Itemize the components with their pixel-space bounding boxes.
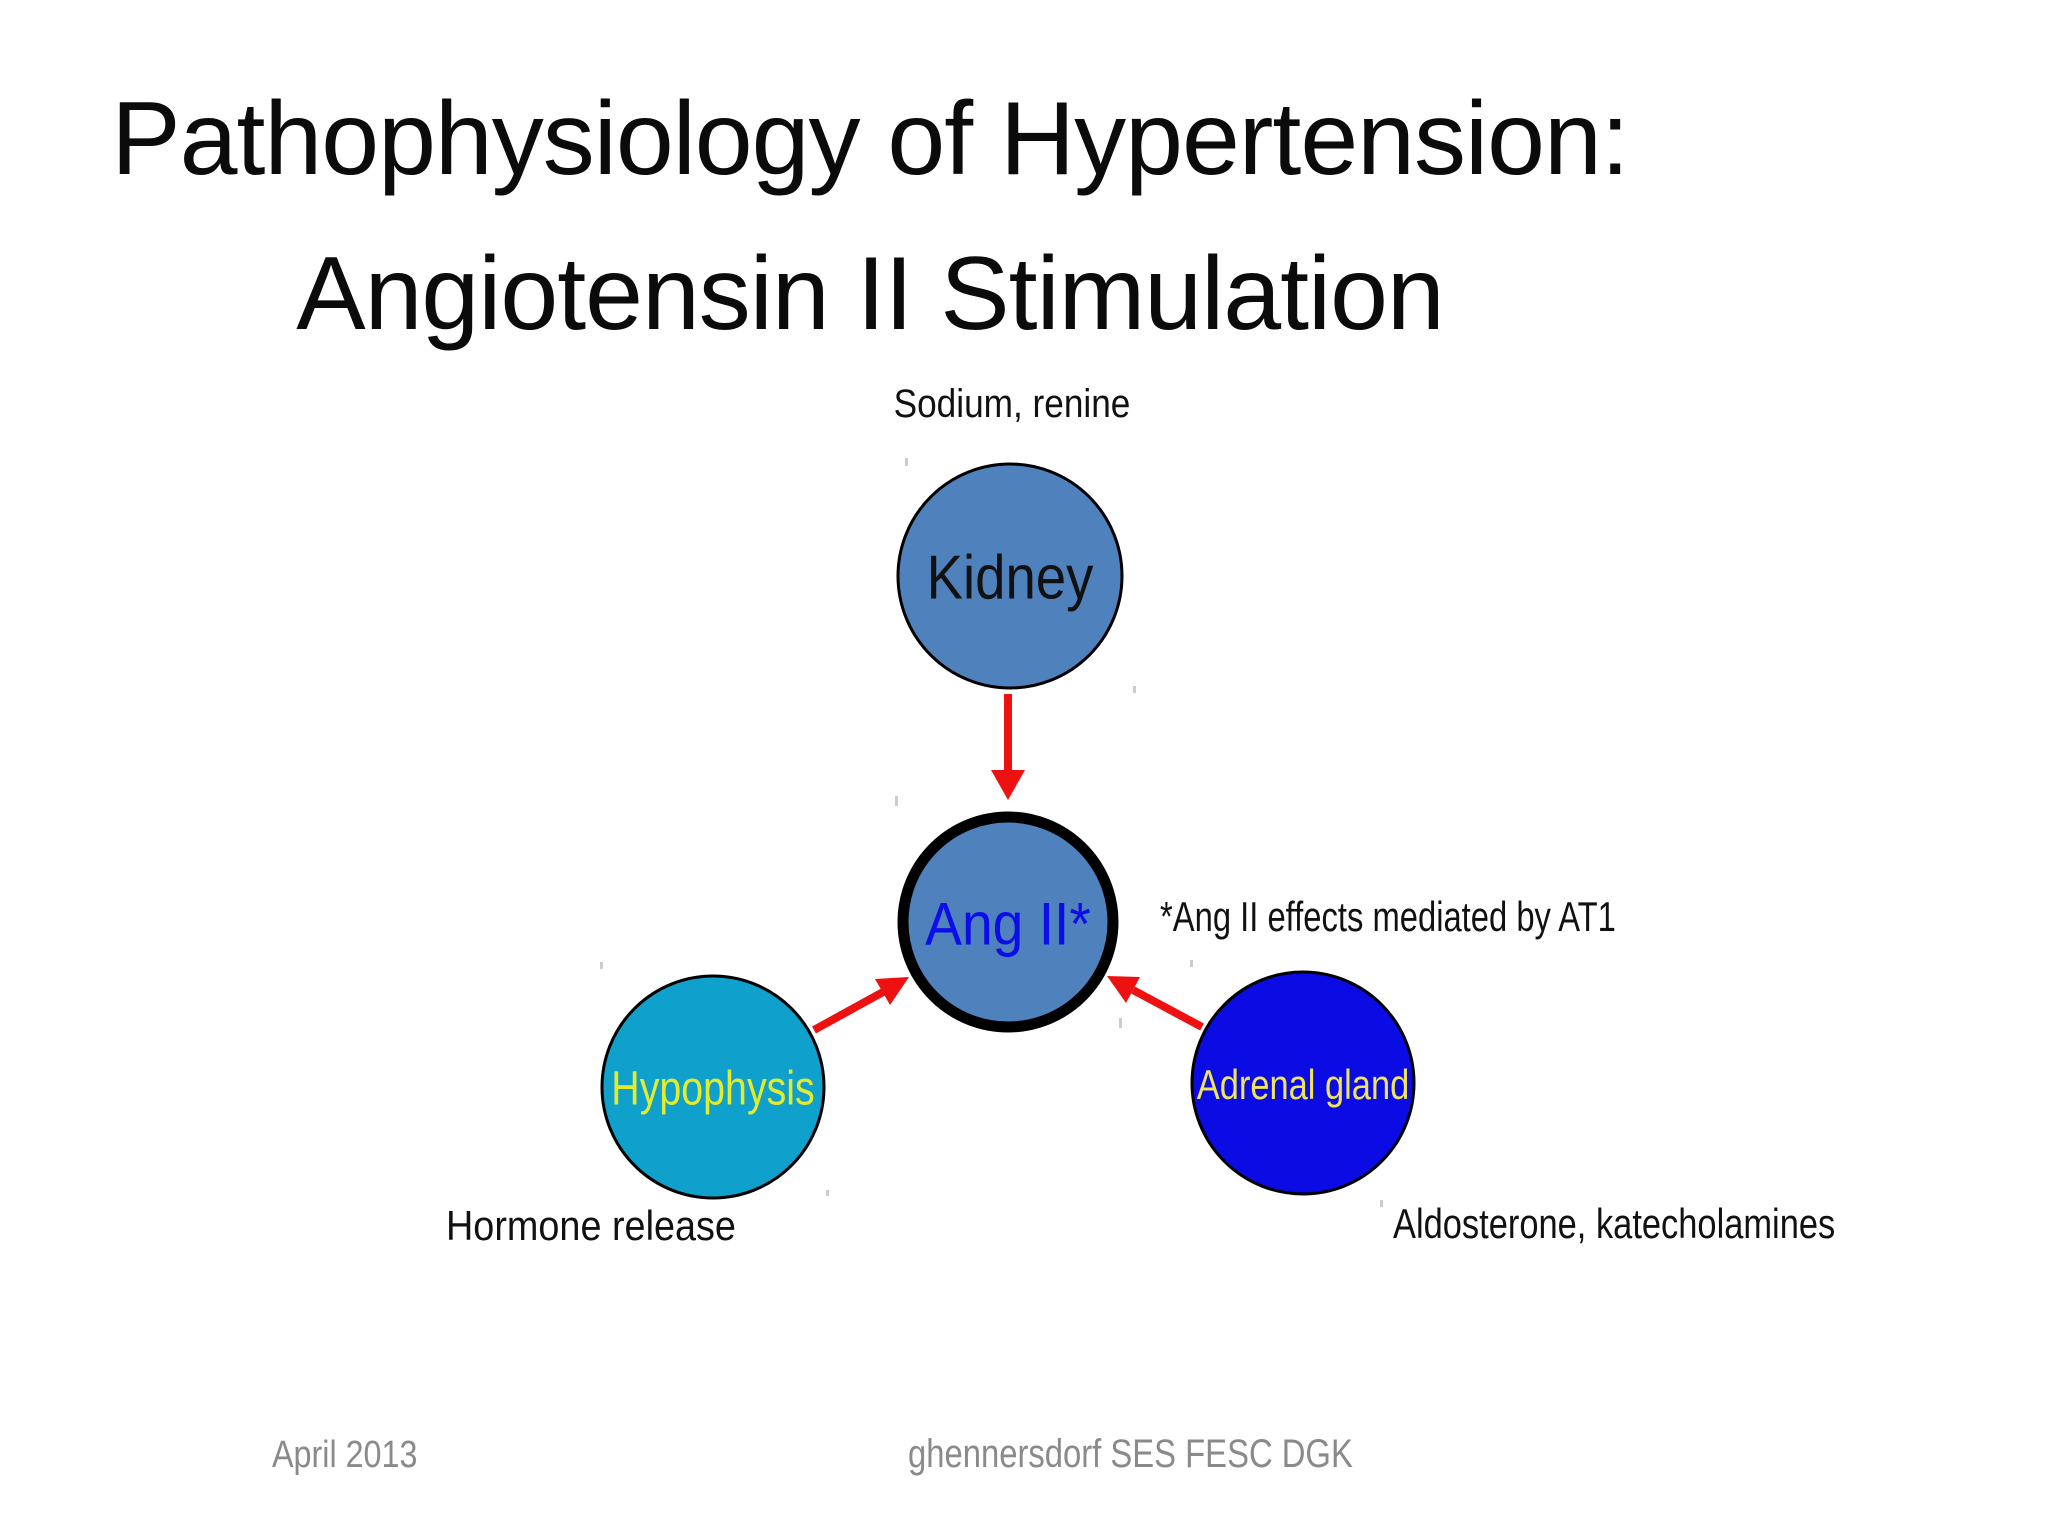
slide-title-line1: Pathophysiology of Hypertension: [111,81,1629,197]
node-label-kidney: Kidney [926,543,1094,613]
label-sodium-renine: Sodium, renine [893,382,1131,426]
slide-title-line2: Angiotensin II Stimulation [296,236,1445,352]
label-at1-annotation: *Ang II effects mediated by AT1 [1160,893,1616,940]
footer-credit: ghennersdorf SES FESC DGK [908,1432,1353,1476]
node-label-ang-ii: Ang II* [925,890,1091,958]
stray-mark [1190,960,1193,967]
arrow-hypophysis-to-angii [812,988,885,1034]
arrowhead-hypophysis-to-angii [875,977,909,1005]
arrowhead-adrenal-to-angii [1107,976,1140,1003]
node-label-adrenal-gland: Adrenal gland [1196,1061,1410,1108]
label-hormone-release: Hormone release [446,1202,736,1249]
stray-mark [600,962,603,969]
stray-mark [1380,1200,1383,1207]
node-hypophysis [600,974,826,1200]
node-ang-ii [897,811,1119,1033]
label-aldosterone-katecholamines: Aldosterone, katecholamines [1393,1200,1836,1247]
arrowhead-kidney-to-angii [991,770,1025,800]
node-adrenal-gland [1190,970,1416,1196]
node-kidney [896,462,1124,690]
slide-title: Pathophysiology of Hypertension: Angiote… [10,62,1730,372]
arrow-adrenal-to-angii [1131,986,1204,1031]
stray-mark [826,1190,829,1196]
footer-date: April 2013 [272,1434,418,1476]
stray-mark [1119,1018,1122,1028]
stray-mark [1133,686,1136,693]
stray-mark [905,458,908,466]
node-label-hypophysis: Hypophysis [611,1062,815,1116]
stray-mark [895,796,898,806]
